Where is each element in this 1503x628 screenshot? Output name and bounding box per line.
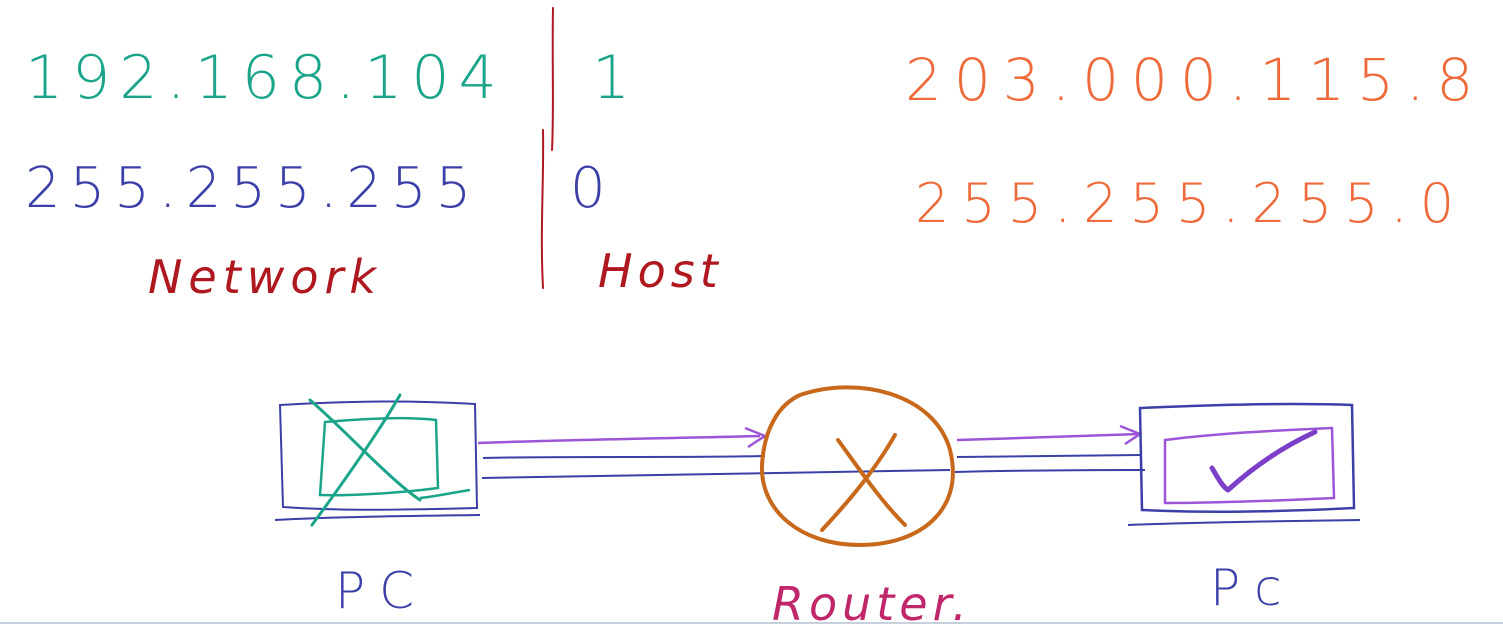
- network-host-divider: [540, 7, 554, 289]
- left-pc-label: PC: [335, 562, 428, 620]
- router-label: Router.: [772, 577, 972, 628]
- left-pc-icon: [274, 393, 481, 527]
- network-label: Network: [148, 250, 382, 304]
- connection-arrows: [477, 424, 1146, 479]
- subnet-mask-right: 255.255.255.0: [915, 172, 1466, 235]
- right-pc-icon: [1127, 402, 1361, 526]
- page-bottom-divider: [0, 622, 1503, 624]
- subnet-mask-left: 255.255.255 0: [25, 156, 606, 221]
- subnet-mask-host-part: 0: [570, 156, 606, 221]
- subnet-mask-network-part: 255.255.255: [25, 156, 480, 221]
- ip-address-host-part: 1: [592, 43, 630, 113]
- ip-address-203: 203.000.115.8: [905, 46, 1485, 114]
- host-label: Host: [598, 244, 723, 298]
- ip-address-192: 192.168.104 1: [25, 43, 630, 113]
- right-pc-label: Pc: [1210, 559, 1296, 617]
- ip-address-network-part: 192.168.104: [25, 43, 506, 113]
- router-icon: [759, 385, 955, 548]
